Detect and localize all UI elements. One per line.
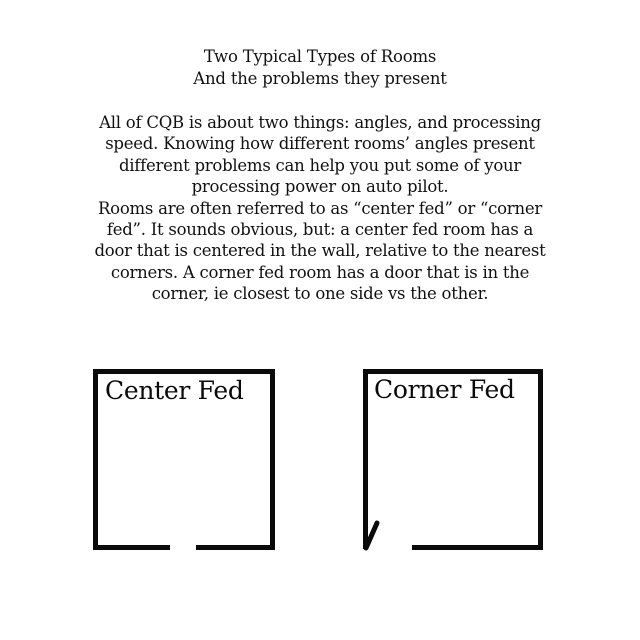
right-wall [538,369,543,550]
center-fed-room-diagram: Center Fed [93,369,275,550]
body-line: fed”. It sounds obvious, but: a center f… [106,220,534,240]
body-line: speed. Knowing how different rooms’ angl… [105,134,535,154]
body-line: Rooms are often referred to as “center f… [98,198,542,218]
left-wall [363,369,368,549]
bottom-wall [412,545,543,550]
body-line: All of CQB is about two things: angles, … [99,113,541,132]
title-line-1: Two Typical Types of Rooms [203,47,437,66]
title-line-2: And the problems they present [193,68,447,88]
body-line: corners. A corner fed room has a door th… [110,262,530,282]
body-paragraph: All of CQB is about two things: angles, … [60,112,580,305]
corner-fed-label: Corner Fed [374,375,515,404]
body-line: different problems can help you put some… [118,155,522,175]
body-line: processing power on auto pilot. [191,177,449,197]
body-line: door that is centered in the wall, relat… [94,241,546,261]
page-title: Two Typical Types of Rooms And the probl… [0,46,640,89]
corner-fed-room-diagram: Corner Fed [363,369,543,551]
left-wall [93,369,98,550]
top-wall [363,369,543,374]
door-swing-icon [363,520,380,551]
body-line: corner, ie closest to one side vs the ot… [151,284,489,304]
bottom-wall-left [93,545,170,550]
top-wall [93,369,275,374]
center-fed-label: Center Fed [105,376,244,405]
right-wall [270,369,275,550]
bottom-wall-right [196,545,275,550]
